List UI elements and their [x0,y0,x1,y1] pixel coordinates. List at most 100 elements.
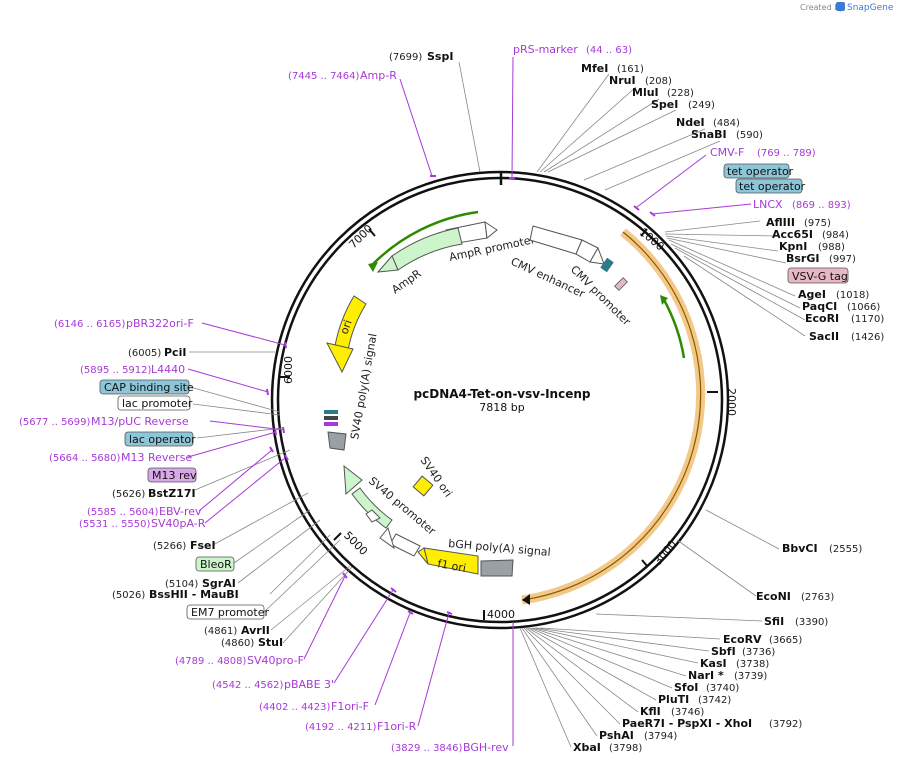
primer-f1ori-f: F1ori-F [331,700,369,713]
enzyme-bstz17i: BstZ17I [148,487,196,500]
sv40-promoter-arrowhead [343,464,363,496]
enzyme-sspi: SspI [427,50,453,63]
sv40-promoter-2-body [389,533,421,557]
enzyme-sacii: SacII [809,330,839,343]
enzyme-pos-pluti: (3742) [698,695,731,706]
vsvg-tag-label: VSV-G tag [792,270,848,283]
enzyme-pos-spei: (249) [688,100,715,111]
vsvg-tag-box [787,267,849,284]
enzyme-pos-stui: (4860) [221,638,254,649]
enzyme-fsei: FseI [190,539,216,552]
enzyme-pluti: PluTI [658,693,689,706]
primer-m13puc-reverse: M13/pUC Reverse [91,415,189,428]
enzyme-pos-kasi: (3738) [736,659,769,670]
primer-ebv-rev: EBV-rev [159,505,202,518]
primer-pos-pbr322ori-f: (6146 .. 6165) [54,319,126,330]
enzyme-pos-sgrai: (5104) [165,579,198,590]
enzyme-pos-fsei: (5266) [153,541,186,552]
credit-brand: SnapGene [847,3,894,13]
enzyme-pos-sfoi: (3740) [706,683,739,694]
enzyme-pos-sspi: (7699) [389,52,422,63]
ampr-label: AmpR [389,267,424,297]
enzyme-pos-sacii: (1426) [851,332,884,343]
primer-prs-marker: pRS-marker [513,43,578,56]
bleor-label: BleoR [200,558,232,571]
cap-binding-site-box [99,379,190,395]
primer-pos-l4440: (5895 .. 5912) [80,365,152,376]
lac-promoter-label: lac promoter [122,397,193,410]
cap-binding-site-label: CAP binding site [104,381,194,394]
enzyme-pos-ndei: (484) [713,118,740,129]
enzyme-pos-bsrgi: (997) [829,254,856,265]
enzyme-sfii: SfiI [764,615,784,628]
tet-operator-label-1: tet operator [727,165,794,178]
enzyme-pos-bsshii-maubi: (5026) [112,590,145,601]
primer-marks [266,175,656,615]
primer-m13-reverse: M13 Reverse [121,451,192,464]
enzyme-pos-paqci: (1066) [847,302,880,313]
enzyme-pos-sbfi: (3736) [742,647,775,658]
primer-lines [187,56,752,746]
enzyme-ecori: EcoRI [805,312,839,325]
enzyme-ecorv: EcoRV [723,633,762,646]
sv40-polya-shape [327,431,347,451]
enzyme-pos-kfli: (3746) [671,707,704,718]
enzyme-pos-bstz17i: (5626) [112,489,145,500]
snapgene-logo-icon [836,2,845,11]
primer-pos-bgh-rev: (3829 .. 3846) [391,743,463,754]
primer-bgh-rev: BGH-rev [463,741,509,754]
small-arrow-shape [365,509,381,523]
primer-pbabe3: pBABE 3' [284,678,334,691]
ori-label: ori [338,318,355,336]
enzyme-pos-mlui: (228) [667,88,694,99]
primer-amp-r: Amp-R [360,69,397,82]
enzyme-bsshii-maubi: BssHII - MauBI [149,588,239,601]
enzyme-acc65i: Acc65I [772,228,813,241]
primer-f1ori-r: F1ori-R [377,720,417,733]
promoter-mark [324,416,338,420]
enzyme-agei: AgeI [798,288,826,301]
enzyme-pcii: PciI [164,346,186,359]
lac-operator-label: lac operator [129,433,196,446]
cmv-enhancer-shape [529,225,583,255]
credit-text: Created by [800,3,844,12]
em7-promoter-box [186,604,265,620]
orange-feature-arrowhead [522,594,530,605]
primer-pbr322ori-f: pBR322ori-F [126,317,194,330]
tet-operator-box-1 [723,163,790,179]
enzyme-avrii: AvrII [241,624,270,637]
enzyme-bbvci: BbvCI [782,542,818,555]
primer-pos-cmv-f: (769 .. 789) [757,148,816,159]
primer-l4440: L4440 [151,363,185,376]
vsvg-tag-mark [614,277,628,291]
tet-operator-mark [600,257,614,273]
enzyme-bsrgi: BsrGI [786,252,819,265]
plasmid-size: 7818 bp [479,401,524,414]
tick-3000: 3000 [651,538,679,568]
ori-arrowhead [326,342,354,374]
enzyme-nari: NarI * [688,669,724,682]
enzyme-xbai: XbaI [573,741,601,754]
enzyme-pos-pcii: (6005) [128,348,161,359]
enzyme-pos-mfei: (161) [617,64,644,75]
enzyme-afliii: AflIII [766,216,795,229]
tick-5000: 5000 [341,529,370,558]
enzyme-sbfi: SbfI [711,645,736,658]
green-arrow-top [371,210,479,266]
enzyme-nrui: NruI [609,74,636,87]
primer-sv40pro-f: SV40pro-F [247,654,304,667]
f1-ori-label: f1 ori [436,557,467,575]
lac-operator-box [124,431,194,447]
enzyme-pos-avrii: (4861) [204,626,237,637]
enzyme-pos-sfii: (3390) [795,617,828,628]
enzyme-kpni: KpnI [779,240,807,253]
enzyme-paqci: PaqCI [802,300,837,313]
green-arrowhead-right [660,295,668,305]
primer-pos-m13-reverse: (5664 .. 5680) [49,453,121,464]
enzyme-paer7i-pspxi-xhoi: PaeR7I - PspXI - XhoI [622,717,752,730]
enzyme-pos-kpni: (988) [818,242,845,253]
enzyme-pos-acc65i: (984) [822,230,849,241]
enzyme-pos-paer7i-pspxi-xhoi: (3792) [769,719,802,730]
enzyme-pos-ecori: (1170) [851,314,884,325]
